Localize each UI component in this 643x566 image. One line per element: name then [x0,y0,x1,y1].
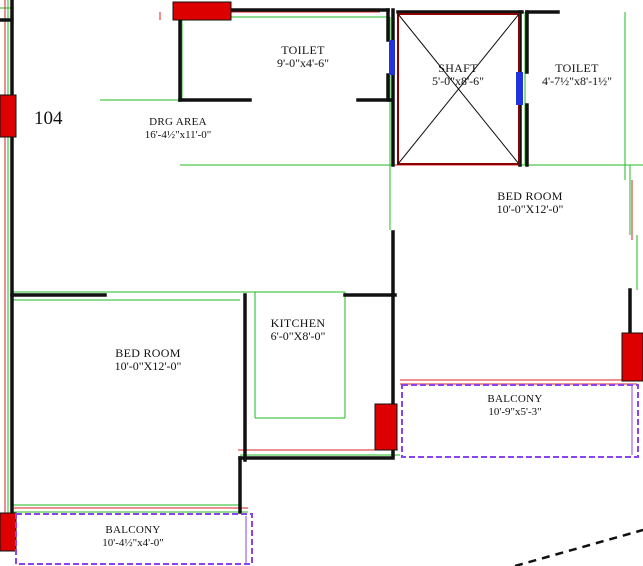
room-dimensions: 5'-0"x8'-6" [431,74,485,88]
balcony-rails-inner [245,385,633,563]
windows [389,40,523,105]
green-guide-lines [0,0,643,540]
room-label-bed-room-left: BED ROOM 10'-0"X12'-0" [88,347,208,373]
room-name: KITCHEN [270,316,326,330]
room-name: BED ROOM [497,189,563,203]
room-dimensions: 10'-0"X12'-0" [496,202,564,216]
room-dimensions: 6'-0"X8'-0" [270,329,326,343]
room-name: BED ROOM [115,346,181,360]
room-label-balcony-left: BALCONY 10'-4½"x4'-0" [78,524,188,550]
room-name: SHAFT [438,61,478,75]
room-label-balcony-right: BALCONY 10'-9"x5'-3" [460,393,570,419]
room-dimensions: 10'-0"X12'-0" [114,359,182,373]
room-name: TOILET [555,61,599,75]
room-name: BALCONY [105,524,161,536]
room-label-toilet-2: TOILET 4'-7½"x8'-1½" [523,62,631,88]
balcony-rails [15,384,639,565]
room-name: DRG AREA [149,116,207,128]
room-dimensions: 4'-7½"x8'-1½" [541,74,613,88]
room-dimensions: 10'-4½"x4'-0" [102,537,164,549]
room-label-toilet-1: TOILET 9'-0"x4'-6" [248,44,358,70]
room-label-bed-room-right: BED ROOM 10'-0"X12'-0" [470,190,590,216]
columns [0,1,643,552]
room-label-drawing-area: DRG AREA 16'-4½"x11'-0" [108,116,248,142]
room-dimensions: 16'-4½"x11'-0" [144,129,212,141]
room-dimensions: 9'-0"x4'-6" [276,56,330,70]
room-label-shaft: SHAFT 5'-0"x8'-6" [403,62,513,88]
unit-number: 104 [34,108,63,129]
room-name: TOILET [281,43,325,57]
room-dimensions: 10'-9"x5'-3" [488,406,542,418]
boundary-dash [514,528,643,566]
room-name: BALCONY [487,393,543,405]
room-label-kitchen: KITCHEN 6'-0"X8'-0" [248,317,348,343]
shaft-box [397,13,520,165]
